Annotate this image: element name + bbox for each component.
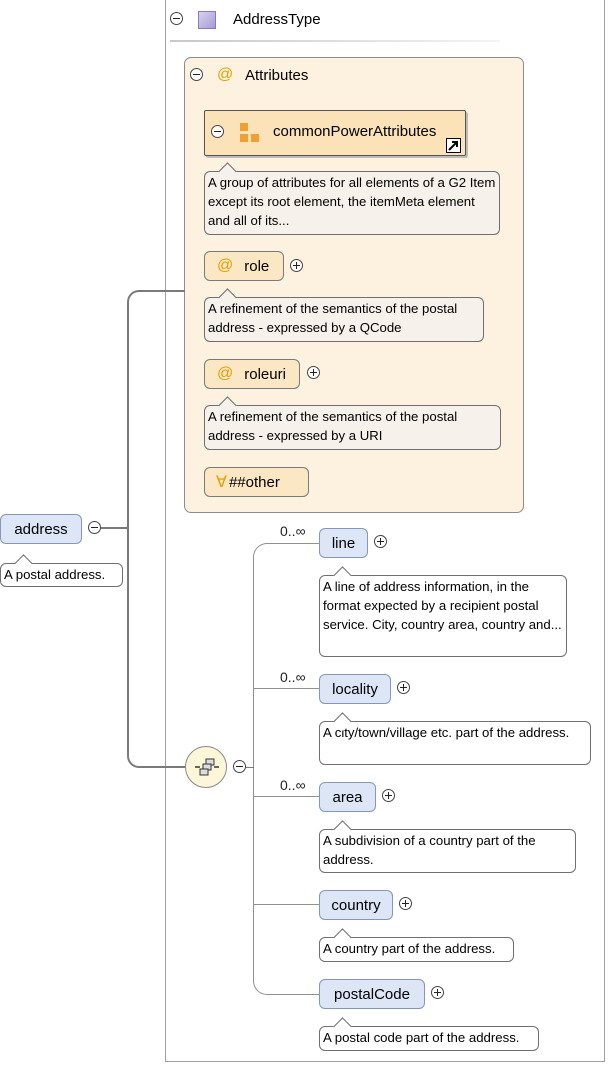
line-note-text: A line of address information, in the fo…	[323, 579, 562, 632]
cardinality-line: 0..∞	[280, 523, 306, 539]
line-note: A line of address information, in the fo…	[319, 566, 567, 657]
attribute-roleuri-label: roleuri	[244, 365, 286, 383]
role-note-text: A refinement of the semantics of the pos…	[208, 301, 458, 335]
element-country-label: country	[331, 896, 381, 914]
type-title: AddressType	[233, 11, 321, 28]
postalcode-note: A postal code part of the address.	[319, 1017, 539, 1051]
attribute-group-icon	[240, 123, 259, 142]
country-note: A country part of the address.	[319, 928, 514, 962]
element-postalcode-label: postalCode	[334, 985, 410, 1003]
element-line-label: line	[331, 534, 356, 552]
expand-country-icon[interactable]	[399, 897, 412, 910]
address-note: A postal address.	[0, 554, 123, 587]
shortcut-arrow-icon[interactable]	[446, 138, 461, 153]
group-note: A group of attributes for all elements o…	[204, 162, 500, 235]
attribute-at-icon: @	[217, 365, 234, 382]
roleuri-note-text: A refinement of the semantics of the pos…	[208, 409, 458, 443]
attribute-roleuri[interactable]: @ roleuri	[204, 359, 300, 389]
expand-role-icon[interactable]	[290, 259, 303, 272]
expand-line-icon[interactable]	[374, 535, 387, 548]
root-element-address[interactable]: address	[0, 514, 82, 544]
expand-roleuri-icon[interactable]	[307, 366, 320, 379]
cardinality-locality: 0..∞	[280, 669, 306, 685]
sequence-compositor[interactable]	[185, 746, 227, 788]
expand-area-icon[interactable]	[382, 789, 395, 802]
connector	[101, 527, 128, 529]
any-attribute-label: ##other	[228, 473, 280, 491]
attribute-role-label: role	[244, 257, 270, 275]
postalcode-note-text: A postal code part of the address.	[323, 1030, 520, 1045]
attributes-title: Attributes	[245, 67, 309, 84]
expand-postalcode-icon[interactable]	[431, 986, 444, 999]
group-label: commonPowerAttributes	[273, 123, 437, 140]
group-note-text: A group of attributes for all elements o…	[208, 175, 496, 228]
element-country[interactable]: country	[319, 890, 393, 920]
expand-locality-icon[interactable]	[397, 681, 410, 694]
connector	[246, 767, 254, 768]
collapse-attributes-icon[interactable]	[190, 68, 203, 81]
root-element-label: address	[14, 520, 68, 538]
collapse-address-icon[interactable]	[88, 521, 101, 534]
sequence-bracket	[253, 543, 320, 995]
any-attribute-icon: ∀	[216, 474, 227, 491]
expand-group-icon[interactable]	[211, 125, 224, 138]
element-locality-label: locality	[332, 680, 378, 698]
collapse-type-icon[interactable]	[170, 12, 183, 25]
attribute-at-icon: @	[217, 257, 234, 274]
connector	[253, 796, 320, 797]
element-locality[interactable]: locality	[319, 674, 391, 704]
element-area[interactable]: area	[319, 782, 376, 812]
area-note-text: A subdivision of a country part of the a…	[323, 833, 536, 867]
locality-note: A city/town/village etc. part of the add…	[319, 712, 591, 765]
sequence-compositor-icon	[195, 758, 219, 776]
complex-type-frame	[165, 0, 605, 1062]
attribute-at-icon: @	[217, 66, 234, 83]
connector	[253, 688, 320, 689]
type-square-icon	[198, 11, 216, 29]
collapse-sequence-icon[interactable]	[233, 760, 246, 773]
type-header-divider	[170, 40, 500, 42]
attribute-group-node[interactable]: commonPowerAttributes	[204, 110, 466, 156]
cardinality-area: 0..∞	[280, 777, 306, 793]
element-area-label: area	[332, 788, 363, 806]
roleuri-note: A refinement of the semantics of the pos…	[204, 396, 501, 450]
locality-note-text: A city/town/village etc. part of the add…	[323, 725, 570, 740]
connector	[253, 904, 320, 905]
area-note: A subdivision of a country part of the a…	[319, 820, 576, 873]
attribute-role[interactable]: @ role	[204, 251, 284, 281]
element-line[interactable]: line	[319, 528, 368, 558]
root-bracket-connector	[127, 290, 185, 768]
any-attribute-other[interactable]: ∀ ##other	[204, 467, 309, 497]
role-note: A refinement of the semantics of the pos…	[204, 288, 484, 342]
address-note-text: A postal address.	[4, 567, 106, 582]
country-note-text: A country part of the address.	[323, 941, 496, 956]
element-postalcode[interactable]: postalCode	[319, 979, 425, 1009]
